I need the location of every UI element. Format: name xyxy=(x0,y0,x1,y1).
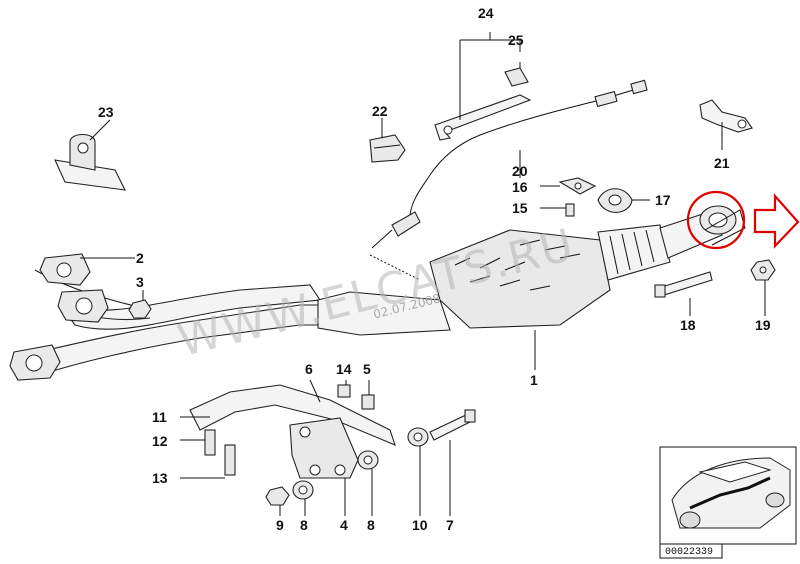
diagram-ref-number: 00022339 xyxy=(665,547,713,558)
callout-21: 21 xyxy=(714,155,730,171)
callout-10: 10 xyxy=(412,517,428,533)
callout-2: 2 xyxy=(136,250,144,266)
clip-25 xyxy=(504,67,529,87)
red-arrow-icon xyxy=(753,193,800,249)
washer-8a[interactable] xyxy=(292,480,314,500)
callout-8-left: 8 xyxy=(300,517,308,533)
bolt-12[interactable] xyxy=(204,429,216,456)
bracket-21[interactable] xyxy=(699,99,753,133)
bolt-7[interactable] xyxy=(429,409,476,441)
nut-3[interactable] xyxy=(128,299,152,319)
bracket-assembly-6[interactable] xyxy=(189,384,396,479)
bolt-5[interactable] xyxy=(361,394,375,410)
callout-3: 3 xyxy=(136,274,144,290)
callout-18: 18 xyxy=(680,317,696,333)
callout-1: 1 xyxy=(530,372,538,388)
callout-14: 14 xyxy=(336,361,352,377)
nut-9[interactable] xyxy=(265,486,290,506)
callout-25: 25 xyxy=(508,32,524,48)
callout-4: 4 xyxy=(340,517,348,533)
callout-16: 16 xyxy=(512,179,528,195)
callout-15: 15 xyxy=(512,200,528,216)
bolt-13[interactable] xyxy=(224,444,236,476)
bolt-18[interactable] xyxy=(654,271,713,298)
callout-23: 23 xyxy=(98,104,114,120)
callout-9: 9 xyxy=(276,517,284,533)
callout-8-right: 8 xyxy=(367,517,375,533)
callout-20: 20 xyxy=(512,163,528,179)
hanger-16-17[interactable] xyxy=(558,177,633,217)
callout-13: 13 xyxy=(152,470,168,486)
car-thumbnail[interactable]: 00022339 xyxy=(659,446,797,559)
bracket-24[interactable] xyxy=(434,67,532,141)
callout-22: 22 xyxy=(372,103,388,119)
callout-6: 6 xyxy=(305,361,313,377)
callout-24: 24 xyxy=(478,5,494,21)
car-thumbnail-icon xyxy=(671,457,791,529)
red-circle-highlight xyxy=(686,190,746,250)
washer-8b[interactable] xyxy=(357,450,379,470)
callout-7: 7 xyxy=(446,517,454,533)
rubber-mount-23[interactable] xyxy=(54,133,126,191)
callout-5: 5 xyxy=(363,361,371,377)
callout-17: 17 xyxy=(655,192,671,208)
callout-11: 11 xyxy=(152,409,167,425)
callout-19: 19 xyxy=(755,317,771,333)
bolt-14[interactable] xyxy=(337,384,351,398)
nut-19[interactable] xyxy=(750,259,776,281)
clip-22[interactable] xyxy=(369,134,406,163)
leader-lines xyxy=(80,32,766,516)
lambda-sensor-cable[interactable] xyxy=(369,79,648,281)
exhaust-pipe-assembly[interactable] xyxy=(9,205,746,381)
washer-10[interactable] xyxy=(407,427,429,447)
callout-12: 12 xyxy=(152,433,168,449)
